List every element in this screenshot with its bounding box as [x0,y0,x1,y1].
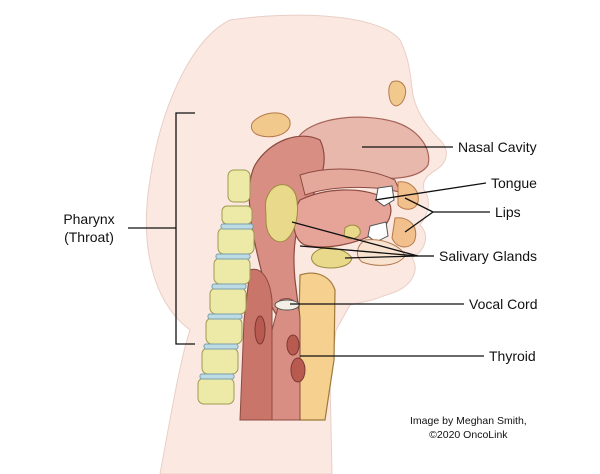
lower-teeth [367,221,389,243]
lips-label: Lips [495,204,521,220]
sinus-shape-lower [250,112,291,138]
trachea [269,298,301,421]
salivary-gland-middle [343,224,361,240]
pharynx-label: Pharynx [63,211,115,227]
lower-lip-shape [391,217,417,248]
spine-discs [199,223,254,380]
nasal-cavity-label: Nasal Cavity [458,139,537,155]
vocal-cord-shape [274,299,300,311]
spine-vertebrae [197,169,255,405]
thyroid-shape-1 [286,334,300,356]
throat-label: (Throat) [64,229,114,245]
sinus-shape-upper [388,80,407,107]
vocal-cord-label: Vocal Cord [469,296,538,312]
thyroid-label: Thyroid [489,348,536,364]
vessel-shape [254,315,266,345]
salivary-gland-lower [311,247,353,269]
larynx-cartilage [297,272,336,421]
upper-teeth [375,185,395,207]
image-credit: Image by Meghan Smith, ©2020 OncoLink [410,414,527,442]
thyroid-shape-2 [290,357,306,383]
tongue-leader [374,182,487,201]
salivary-leader-b [299,245,419,257]
tongue-label: Tongue [491,175,537,191]
salivary-leader-a [291,221,419,257]
lips-leader-upper [404,197,434,213]
lips-leader-lower [404,211,434,233]
credit-line-1: Image by Meghan Smith, [410,415,527,427]
salivary-leader-c [344,255,419,259]
salivary-gland-upper [265,184,299,243]
salivary-glands-label: Salivary Glands [439,248,538,264]
credit-line-2: ©2020 OncoLink [429,429,508,441]
esophagus [239,268,273,421]
